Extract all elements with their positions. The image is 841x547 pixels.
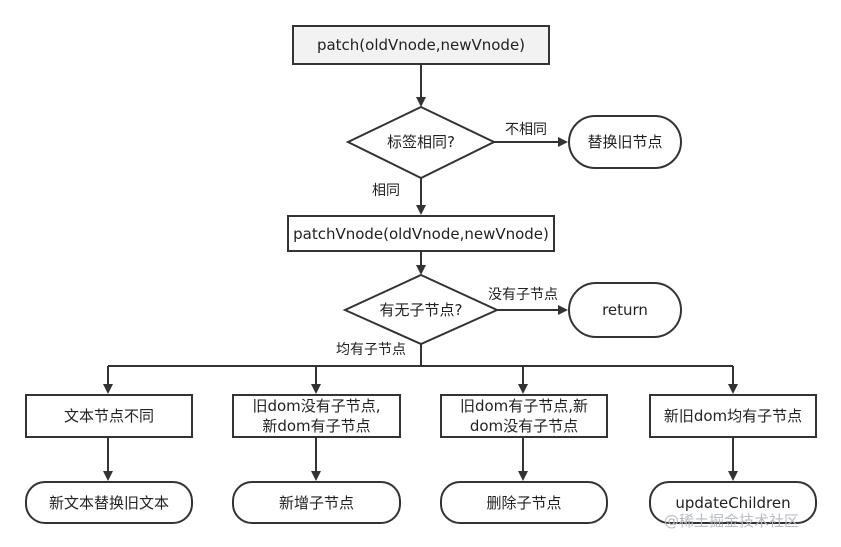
- both-children-node: 新旧dom均有子节点: [649, 394, 817, 438]
- old-has-children-node: 旧dom有子节点,新 dom没有子节点: [440, 394, 608, 438]
- edge-label-same: 相同: [372, 183, 400, 199]
- delete-children-node: 删除子节点: [440, 481, 608, 524]
- old-no-children-node: 旧dom没有子节点, 新dom有子节点: [232, 394, 401, 438]
- patch-vnode-node: patchVnode(oldVnode,newVnode): [287, 215, 555, 252]
- text-diff-node: 文本节点不同: [25, 394, 193, 438]
- decision-tag-label: 标签相同?: [387, 133, 455, 151]
- return-node: return: [568, 282, 682, 338]
- edge-label-no-children: 没有子节点: [488, 287, 558, 303]
- patch-node: patch(oldVnode,newVnode): [292, 25, 550, 65]
- edge-label-both-have: 均有子节点: [336, 342, 406, 358]
- decision-children-label: 有无子节点?: [379, 301, 463, 319]
- add-children-node: 新增子节点: [232, 481, 401, 524]
- edge-label-not-same: 不相同: [505, 122, 547, 138]
- replace-old-node: 替换旧节点: [568, 115, 682, 169]
- new-text-replace-node: 新文本替换旧文本: [25, 481, 193, 524]
- update-children-node: updateChildren: [649, 481, 817, 524]
- watermark-text: @稀土掘金技术社区: [664, 512, 800, 530]
